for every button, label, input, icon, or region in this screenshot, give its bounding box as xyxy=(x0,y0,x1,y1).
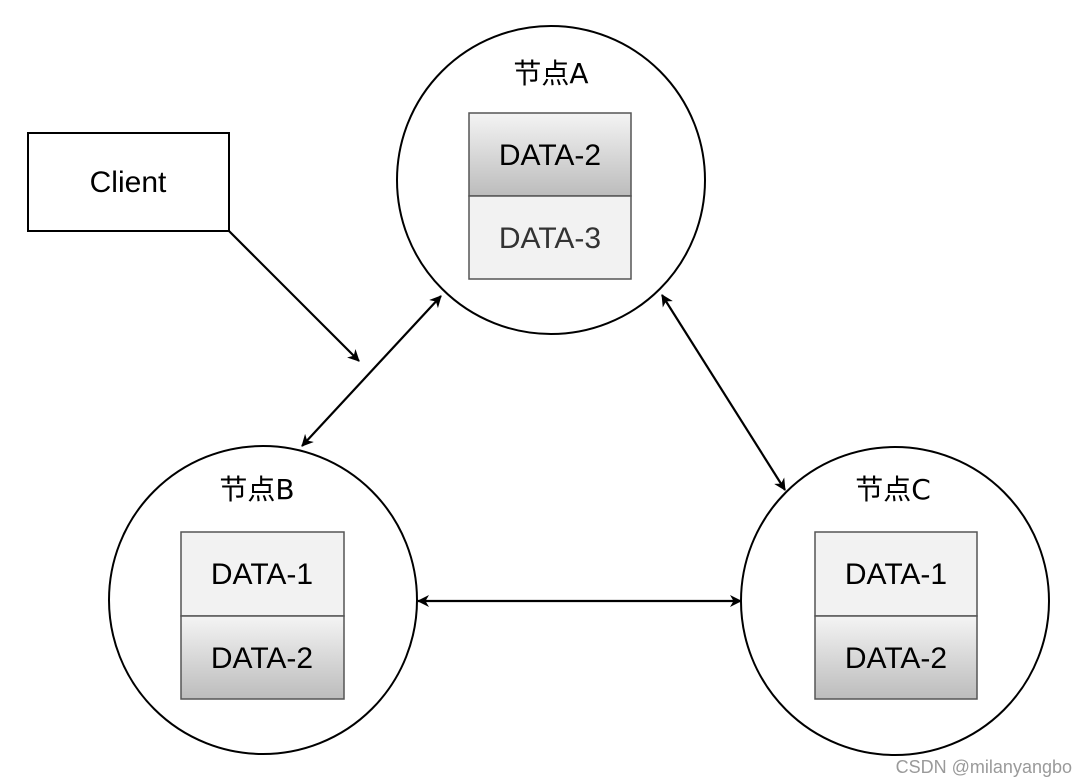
node-a-title: 节点A xyxy=(513,57,588,90)
node-b-cell-2 xyxy=(180,615,345,700)
client-box xyxy=(27,132,230,232)
node-c-cell-1-label: DATA-1 xyxy=(845,558,947,591)
node-c-cell-1 xyxy=(814,531,978,617)
node-b-cell-1 xyxy=(180,531,345,617)
node-c[interactable]: 节点C DATA-1 DATA-2 xyxy=(740,446,1050,756)
node-c-cell-2 xyxy=(814,615,978,700)
node-a-cell-1-label: DATA-2 xyxy=(499,139,601,172)
edge-a-c xyxy=(661,294,786,491)
watermark: CSDN @milanyangbo xyxy=(896,757,1072,777)
edge-client-to-link xyxy=(228,230,360,362)
client-node[interactable]: Client xyxy=(27,132,230,232)
node-b-cell-2-label: DATA-2 xyxy=(211,642,313,675)
node-b-cell-1-label: DATA-1 xyxy=(211,558,313,591)
edge-a-b xyxy=(301,295,442,447)
client-label: Client xyxy=(90,166,167,199)
node-a-cell-2-label: DATA-3 xyxy=(499,222,601,255)
node-b[interactable]: 节点B DATA-1 DATA-2 xyxy=(108,445,418,755)
node-a[interactable]: 节点A DATA-2 DATA-3 xyxy=(396,25,706,335)
node-c-cell-2-label: DATA-2 xyxy=(845,642,947,675)
node-b-title: 节点B xyxy=(219,473,294,506)
node-c-title: 节点C xyxy=(855,473,931,506)
node-a-cell-2 xyxy=(468,195,632,280)
